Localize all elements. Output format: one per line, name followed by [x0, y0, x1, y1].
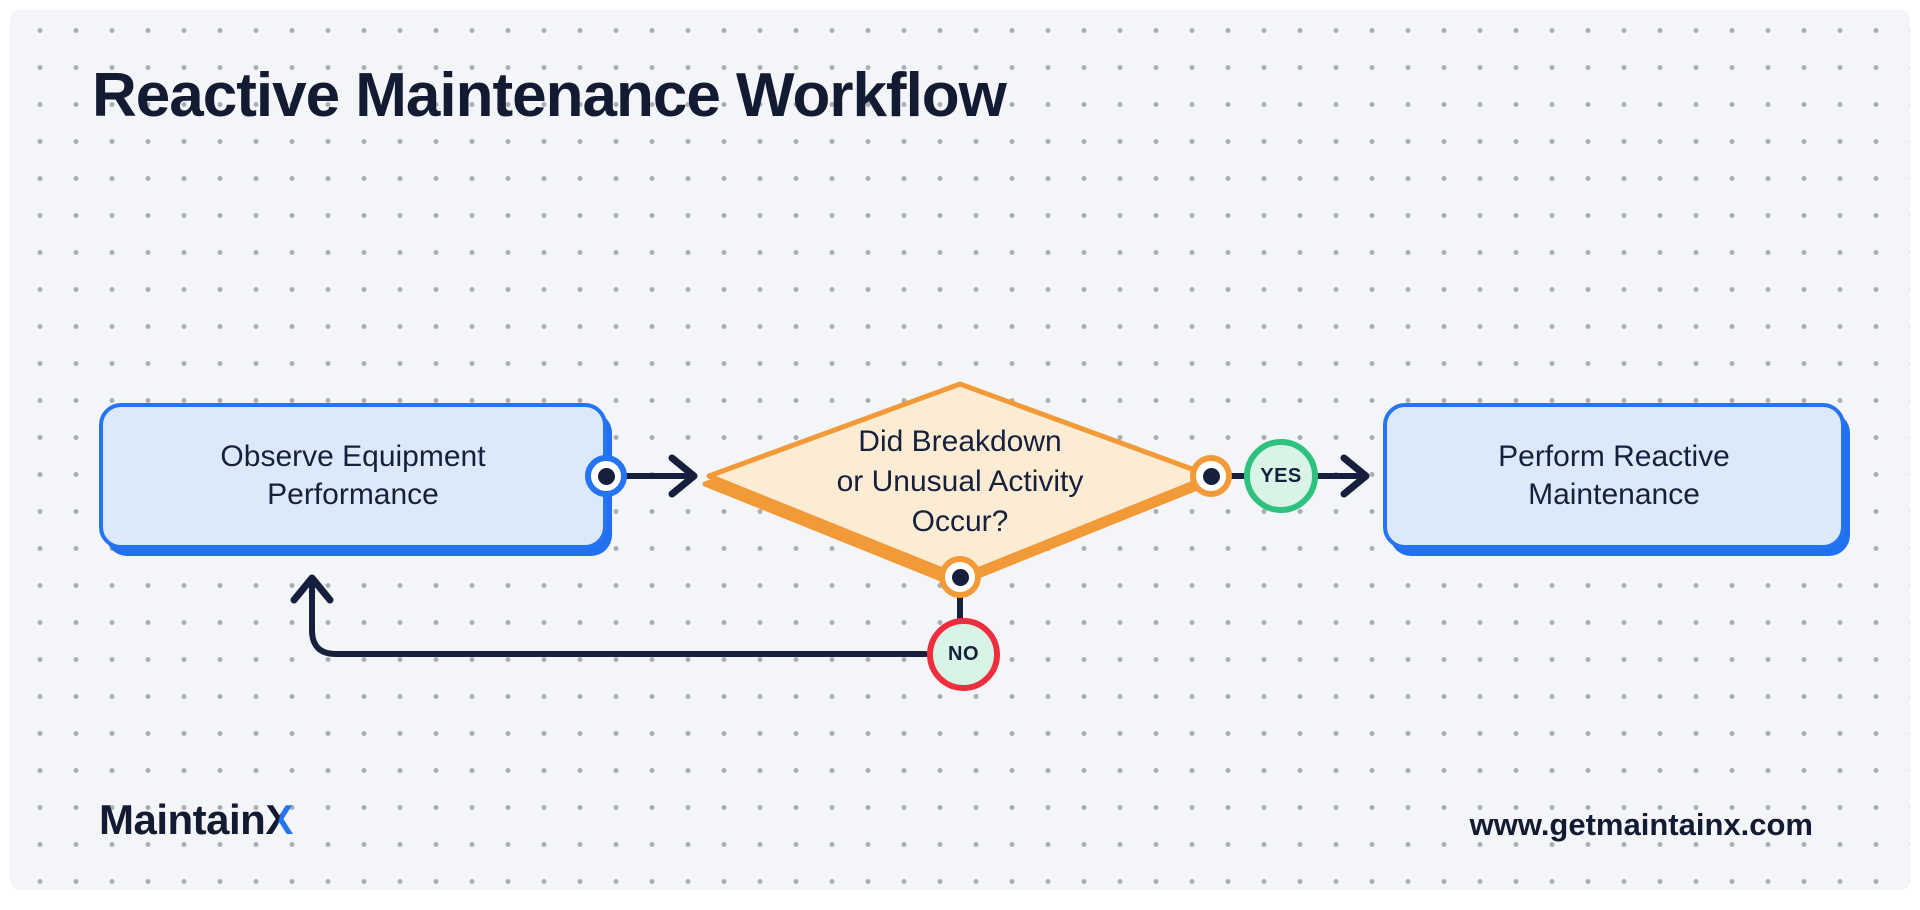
- logo-x-glyph: X: [265, 796, 293, 843]
- branch-badge-yes: YES: [1244, 439, 1318, 513]
- no-label: NO: [948, 643, 979, 666]
- port-dot: [598, 468, 615, 485]
- node-observe-equipment: Observe Equipment Performance: [99, 403, 607, 549]
- maintainx-logo: MaintainX: [99, 796, 293, 844]
- decision-line3: Occur?: [760, 502, 1160, 542]
- node-observe-line2: Performance: [267, 476, 439, 514]
- node-perform-line2: Maintenance: [1528, 476, 1700, 514]
- website-url: www.getmaintainx.com: [1470, 807, 1813, 843]
- decision-line2: or Unusual Activity: [760, 462, 1160, 502]
- decision-line1: Did Breakdown: [760, 422, 1160, 462]
- port-decision-no-output: [939, 556, 981, 598]
- node-perform-line1: Perform Reactive: [1498, 438, 1730, 476]
- logo-wordmark: Maintain: [99, 796, 265, 843]
- port-dot: [1203, 468, 1220, 485]
- node-observe-line1: Observe Equipment: [220, 438, 485, 476]
- port-decision-yes-output: [1190, 455, 1232, 497]
- node-perform-maintenance: Perform Reactive Maintenance: [1383, 403, 1845, 549]
- port-observe-output: [585, 455, 627, 497]
- port-dot: [952, 569, 969, 586]
- yes-label: YES: [1260, 465, 1302, 488]
- arrow-no-return-to-observe: [294, 578, 926, 654]
- decision-label: Did Breakdown or Unusual Activity Occur?: [760, 422, 1160, 542]
- branch-badge-no: NO: [927, 618, 1000, 691]
